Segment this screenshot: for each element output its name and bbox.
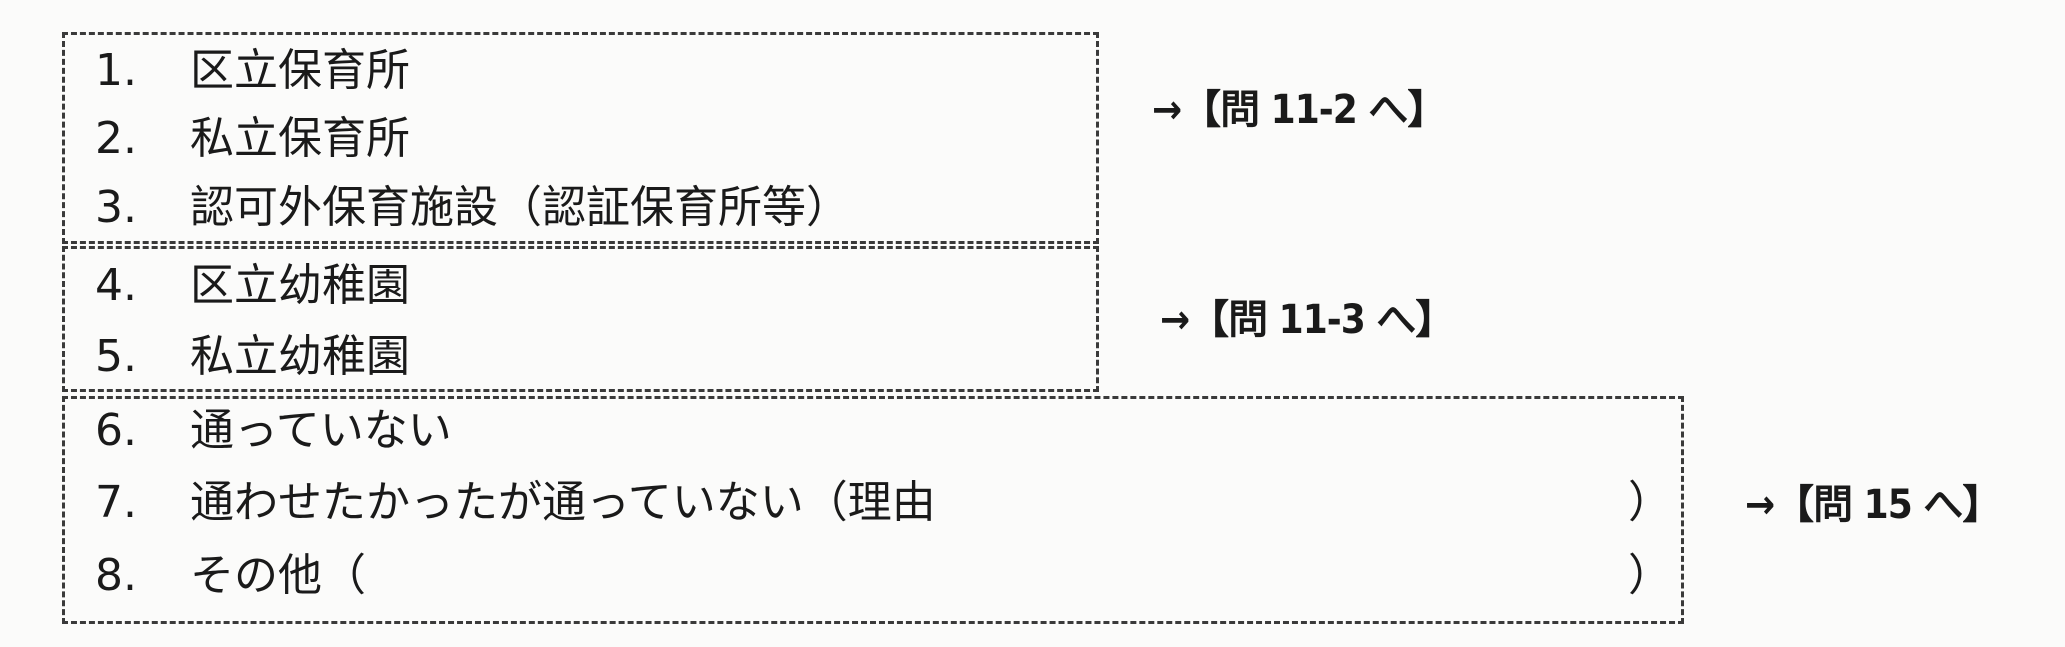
option-2[interactable]: 2. 私立保育所 <box>95 108 410 170</box>
option-label: 通わせたかったが通っていない（理由 <box>190 477 936 528</box>
option-number: 4. <box>95 260 137 311</box>
option-number: 8. <box>95 550 137 601</box>
option-number: 5. <box>95 331 137 382</box>
option-label: 私立幼稚園 <box>190 331 410 382</box>
option-number: 6. <box>95 405 137 456</box>
option-number: 3. <box>95 182 137 233</box>
option-label: 私立保育所 <box>190 113 410 164</box>
option-number: 7. <box>95 477 137 528</box>
option-label: その他（ <box>190 550 366 601</box>
option-group-2 <box>62 246 1099 392</box>
jump-instruction-3: →【問 15 へ】 <box>1745 482 2002 528</box>
option-8[interactable]: 8. その他（ <box>95 545 366 607</box>
option-number: 2. <box>95 113 137 164</box>
option-4[interactable]: 4. 区立幼稚園 <box>95 255 410 317</box>
option-label: 認可外保育施設（認証保育所等） <box>190 182 850 233</box>
option-1[interactable]: 1. 区立保育所 <box>95 40 410 102</box>
option-label: 通っていない <box>190 405 452 456</box>
jump-instruction-2: →【問 11-3 へ】 <box>1160 297 1455 343</box>
option-number: 1. <box>95 45 137 96</box>
option-7[interactable]: 7. 通わせたかったが通っていない（理由 <box>95 472 936 534</box>
option-3[interactable]: 3. 認可外保育施設（認証保育所等） <box>95 177 850 239</box>
option-group-1 <box>62 32 1099 244</box>
option-label: 区立保育所 <box>190 45 410 96</box>
reason-close-paren: ） <box>1628 477 1672 528</box>
jump-instruction-1: →【問 11-2 へ】 <box>1152 87 1447 133</box>
option-5[interactable]: 5. 私立幼稚園 <box>95 326 410 388</box>
option-6[interactable]: 6. 通っていない <box>95 400 452 462</box>
option-label: 区立幼稚園 <box>190 260 410 311</box>
other-close-paren: ） <box>1628 550 1672 601</box>
option-group-3 <box>62 396 1684 624</box>
